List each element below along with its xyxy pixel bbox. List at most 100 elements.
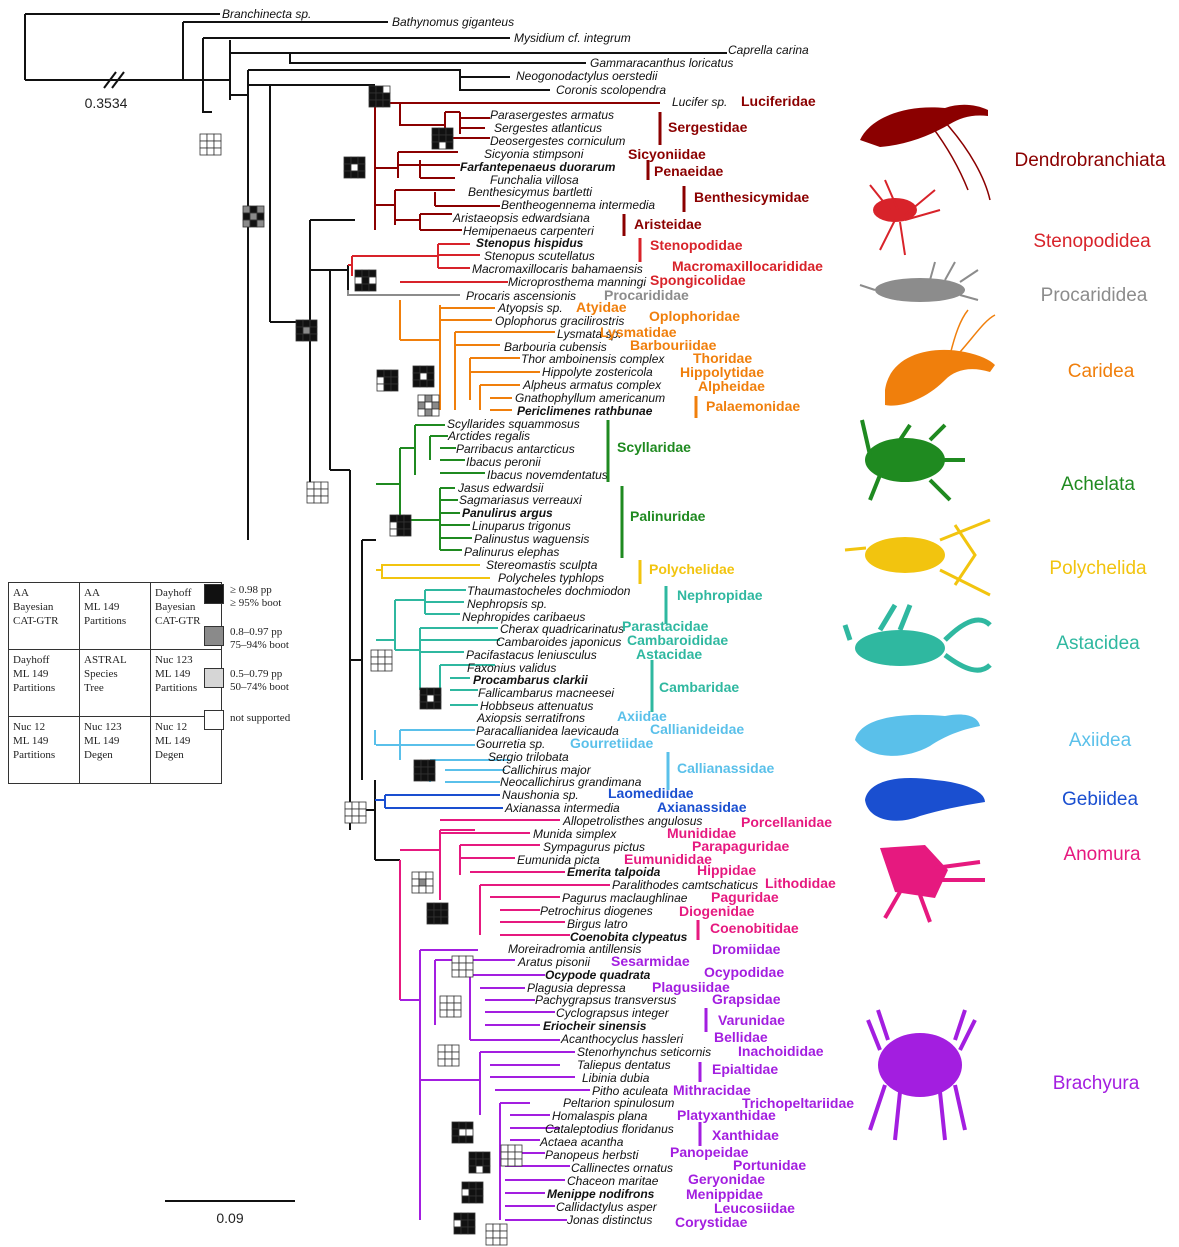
support-grid <box>390 515 411 536</box>
support-grid <box>452 1122 473 1143</box>
support-cell <box>500 1238 507 1245</box>
support-cell <box>439 128 446 135</box>
taxon-label: Naushonia sp. <box>502 788 579 802</box>
support-cell <box>419 879 426 886</box>
support-cell <box>419 872 426 879</box>
support-cell <box>501 1159 508 1166</box>
support-cell <box>314 482 321 489</box>
support-cell <box>345 809 352 816</box>
family-label: Astacidae <box>636 646 702 662</box>
outgroup-label: Coronis scolopendra <box>556 83 666 97</box>
outgroup-label: Gammaracanthus loricatus <box>590 56 733 70</box>
support-cell <box>466 1136 473 1143</box>
support-cell <box>420 702 427 709</box>
support-cell <box>476 1152 483 1159</box>
family-label: Oplophoridae <box>649 308 740 324</box>
support-cell <box>500 1231 507 1238</box>
scale-bar-bottom: 0.09 <box>165 1201 295 1226</box>
support-cell <box>469 1189 476 1196</box>
family-label: Palinuridae <box>630 508 706 524</box>
support-cell <box>476 1166 483 1173</box>
family-label: Diogenidae <box>679 903 755 919</box>
support-grid <box>420 688 441 709</box>
support-cell <box>345 802 352 809</box>
support-cell <box>391 377 398 384</box>
family-label: Scyllaridae <box>617 439 691 455</box>
support-cell <box>425 409 432 416</box>
support-cell <box>383 86 390 93</box>
support-grid <box>438 1045 459 1066</box>
taxon-label: Peltarion spinulosum <box>563 1096 674 1110</box>
gebiidea-branches <box>375 795 503 808</box>
support-cell <box>466 1129 473 1136</box>
support-cell <box>469 1159 476 1166</box>
support-cell <box>358 164 365 171</box>
support-cell <box>369 277 376 284</box>
support-grid <box>452 956 473 977</box>
support-cell <box>428 760 435 767</box>
family-label: Grapsidae <box>712 991 781 1007</box>
support-cell <box>359 816 366 823</box>
family-label: Cambaridae <box>659 679 739 695</box>
support-cell <box>378 664 385 671</box>
support-grid <box>412 872 433 893</box>
legend-cell: AA Bayesian CAT-GTR <box>9 583 80 650</box>
support-cell <box>432 128 439 135</box>
support-cell <box>412 872 419 879</box>
support-cell <box>390 529 397 536</box>
support-cell <box>200 134 207 141</box>
taxon-label: Pachygrapsus transversus <box>535 993 676 1007</box>
legend-key-label: not supported <box>230 712 340 725</box>
support-cell <box>441 917 448 924</box>
family-label: Coenobitidae <box>710 920 799 936</box>
support-cell <box>508 1145 515 1152</box>
taxon-label: Thor amboinensis complex <box>521 352 665 366</box>
taxon-label: Parasergestes armatus <box>490 108 614 122</box>
support-cell <box>459 1129 466 1136</box>
support-cell <box>438 1052 445 1059</box>
support-cell <box>420 695 427 702</box>
support-cell <box>200 148 207 155</box>
support-cell <box>303 334 310 341</box>
family-label: Ocypodidae <box>704 964 784 980</box>
support-cell <box>385 657 392 664</box>
silhouette-procarididea <box>860 262 978 302</box>
support-cell <box>200 141 207 148</box>
support-cell <box>391 370 398 377</box>
support-cell <box>441 910 448 917</box>
support-cell <box>371 650 378 657</box>
support-cell <box>508 1152 515 1159</box>
support-cell <box>359 802 366 809</box>
support-cell <box>452 970 459 977</box>
support-cell <box>440 1003 447 1010</box>
support-grid <box>418 395 439 416</box>
support-cell <box>303 320 310 327</box>
clade-label: Brachyura <box>1053 1073 1140 1094</box>
taxon-label: Sergio trilobata <box>488 750 569 764</box>
support-cell <box>376 86 383 93</box>
taxon-label: Stenorhynchus seticornis <box>577 1045 711 1059</box>
clade-label: Polychelida <box>1049 558 1147 579</box>
support-grid <box>486 1224 507 1245</box>
polychelida-branches <box>376 565 490 578</box>
support-cell <box>476 1182 483 1189</box>
taxon-label: Fallicambarus macneesei <box>478 686 614 700</box>
family-label: Polychelidae <box>649 561 735 577</box>
clade-label: Caridea <box>1068 361 1135 382</box>
support-cell <box>483 1159 490 1166</box>
clade-labels: DendrobranchiataStenopodideaProcarididea… <box>1014 150 1165 1094</box>
silhouette-polychelida <box>845 520 990 595</box>
support-cell <box>383 93 390 100</box>
support-grid <box>413 366 434 387</box>
support-cell <box>397 529 404 536</box>
family-label: Sicyoniidae <box>628 146 706 162</box>
support-cell <box>376 100 383 107</box>
legend-cell: Nuc 12 ML 149 Partitions <box>9 717 80 784</box>
scale-bar-bottom-label: 0.09 <box>216 1210 243 1226</box>
outgroup-label: Neogonodactylus oerstedii <box>516 69 658 83</box>
support-cell <box>454 1010 461 1017</box>
support-cell <box>446 142 453 149</box>
taxon-label: Arctides regalis <box>447 429 530 443</box>
support-cell <box>418 409 425 416</box>
family-label: Sesarmidae <box>611 953 690 969</box>
